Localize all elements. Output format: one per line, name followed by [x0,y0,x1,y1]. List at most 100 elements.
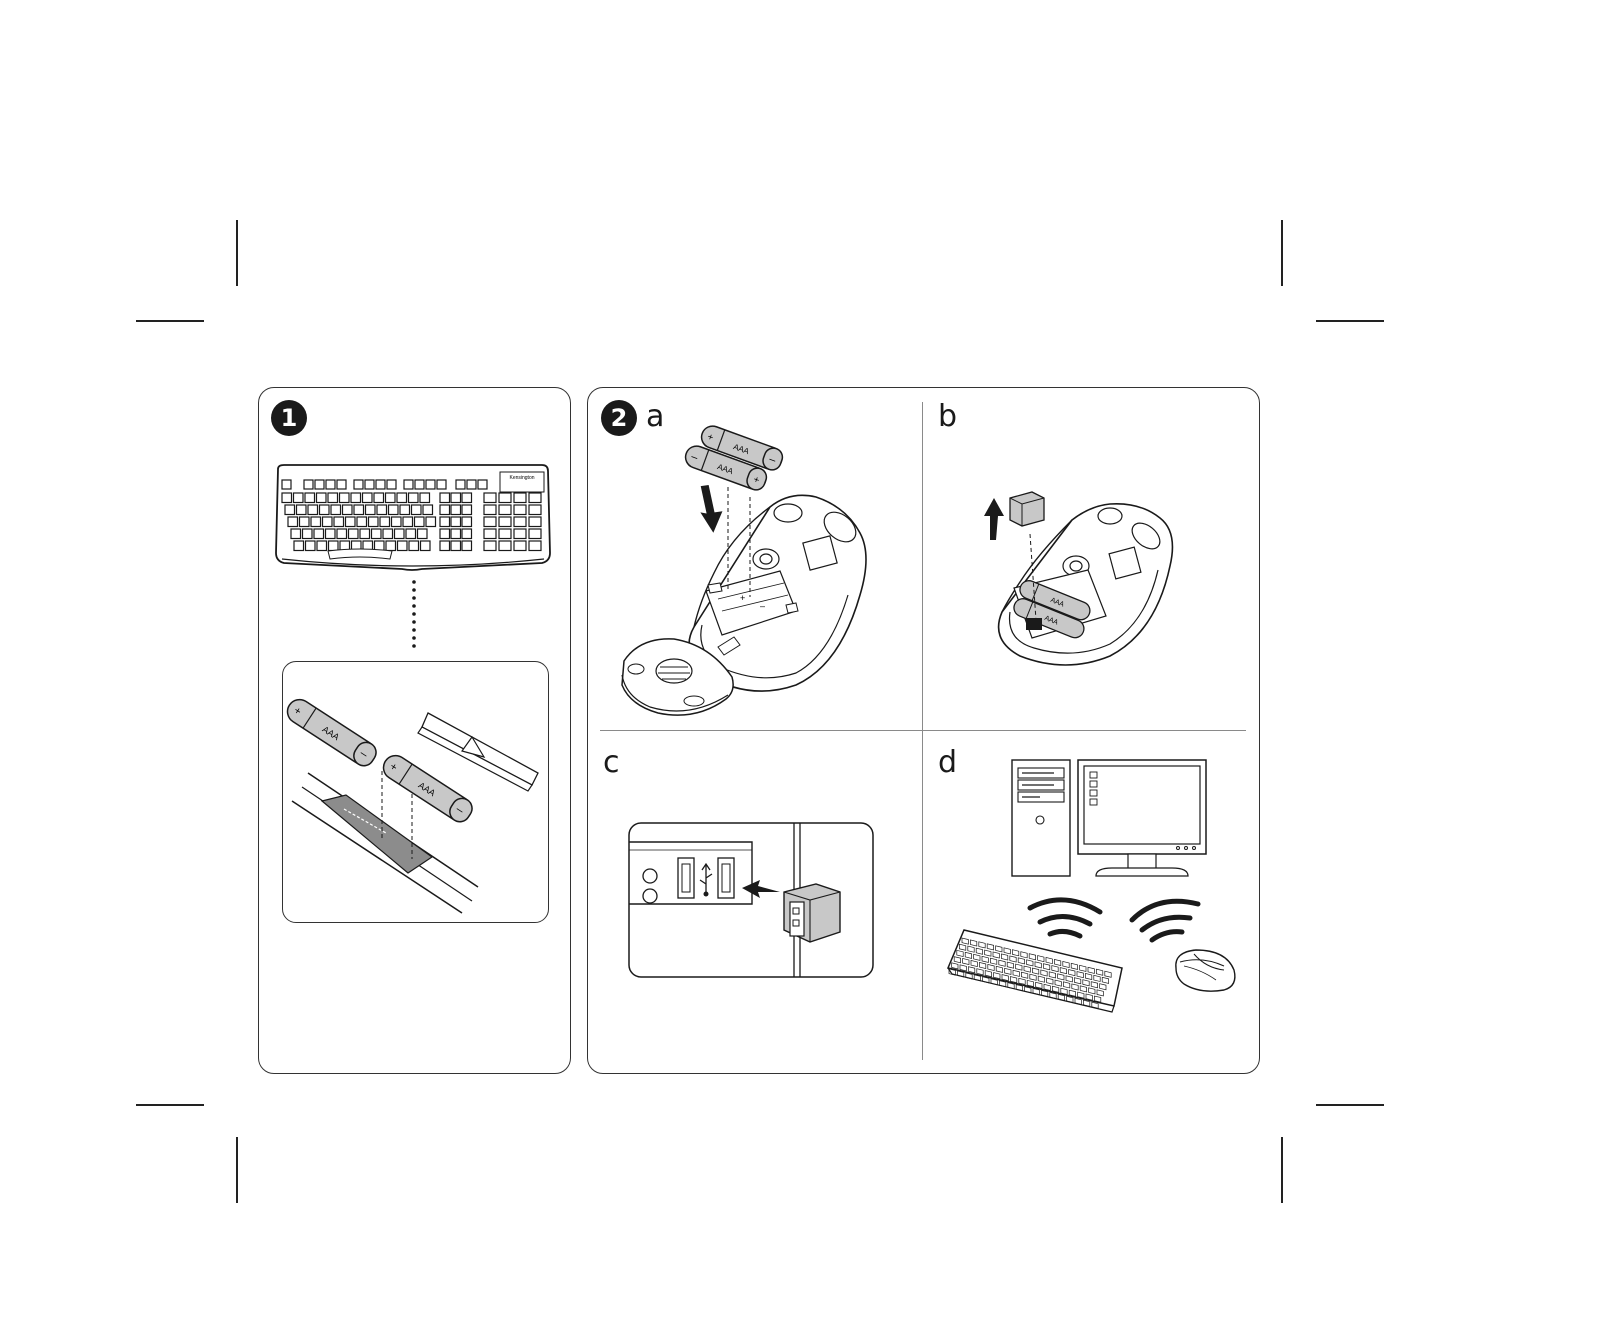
battery-label: AAA [1049,597,1065,609]
mouse-insert-batteries-illustration: +– AAA + – AAA – + [621,425,867,716]
keyboard-key [975,947,983,955]
keyboard-key [425,479,436,490]
svg-text:+: + [291,705,303,719]
svg-text:+: + [740,593,745,603]
keyboard-key [1026,979,1034,987]
keyboard-key [483,528,497,540]
keyboard-key [1051,965,1059,973]
keyboard-key [336,528,348,540]
keyboard-key [1062,960,1070,968]
keyboard-key [410,504,422,516]
keyboard-key [968,966,976,974]
keyboard-key [528,504,542,516]
keyboard-key [1041,989,1049,997]
keyboard-key [528,540,542,552]
keyboard-key [1082,979,1090,987]
keyboard-key [1071,983,1079,991]
step2-number: 2 [601,400,637,436]
step2-horizontal-divider [600,730,1246,731]
keyboard-key [439,540,451,552]
keyboard-key [998,959,1006,967]
keyboard-key [1074,997,1082,1005]
keyboard-key [284,504,296,516]
keyboard-key [461,504,473,516]
keyboard-key [1001,953,1009,961]
battery-label: AAA [1043,615,1059,627]
mouse-remove-receiver-illustration: AAA AAA [984,491,1174,666]
crop-mark [136,1104,204,1106]
keyboard-key [315,492,327,504]
keyboard-key [399,504,411,516]
keyboard-brand: Kensington [509,475,534,481]
keyboard-key [333,516,345,528]
keyboard-key [373,492,385,504]
keyboard-key [461,492,473,504]
step1-number: 1 [271,400,307,436]
keyboard-key [1096,989,1104,997]
keyboard-key [1074,977,1082,985]
keyboard-key [450,492,462,504]
substep-a-label: a [646,399,665,434]
keyboard-key [1026,959,1034,967]
keyboard-key [513,540,527,552]
keyboard-key [1018,977,1026,985]
keyboard-key [327,540,339,552]
keyboard-key [984,970,992,978]
keyboard-key [959,964,967,972]
keyboard-key [361,492,373,504]
keyboard-key [990,957,998,965]
keyboard-key [353,504,365,516]
crop-mark [236,1137,238,1203]
keyboard-key [1003,947,1011,955]
keyboard-key [313,528,325,540]
keyboard-key [979,961,987,969]
keyboard-key [513,516,527,528]
keyboard-key [1077,991,1085,999]
keyboard-key [1040,969,1048,977]
keyboard-key [307,504,319,516]
keyboard-key [498,504,512,516]
keyboard-key [393,528,405,540]
keyboard-key [1043,963,1051,971]
keyboard-key [964,951,972,959]
keyboard-key [483,516,497,528]
keyboard-key [364,479,375,490]
keyboard-key [1043,983,1051,991]
keyboard-key [390,516,402,528]
keyboard-key [419,492,431,504]
keyboard-key [367,516,379,528]
keyboard-key [304,540,316,552]
keyboard-key [1021,971,1029,979]
keyboard-key [439,492,451,504]
keyboard-key [1007,982,1015,990]
keyboard-key [1006,961,1014,969]
keyboard-key [292,492,304,504]
keyboard-key [1087,966,1095,974]
keyboard-key [461,516,473,528]
keyboard-key [350,492,362,504]
keyboard-key [951,962,959,970]
keyboard-key [990,978,998,986]
keyboard-key [450,528,462,540]
keyboard-key [513,504,527,516]
keyboard-key [1079,964,1087,972]
keyboard-key [513,492,527,504]
keyboard-key [957,970,965,978]
keyboard-key [498,528,512,540]
keyboard-key [1029,973,1037,981]
keyboard-key [1032,967,1040,975]
dotted-connector [412,580,416,648]
keyboard-key [338,492,350,504]
keyboard-key [396,492,408,504]
keyboard-key [1032,988,1040,996]
keyboard-key [1099,983,1107,991]
keyboard-key [986,943,994,951]
keyboard-key [1076,971,1084,979]
keyboard-key [1004,967,1012,975]
keyboard-key [976,968,984,976]
crop-mark [1281,1137,1283,1203]
keyboard-key [1037,955,1045,963]
keyboard-key [466,479,477,490]
keyboard-key [1101,976,1109,984]
keyboard-key [405,528,417,540]
